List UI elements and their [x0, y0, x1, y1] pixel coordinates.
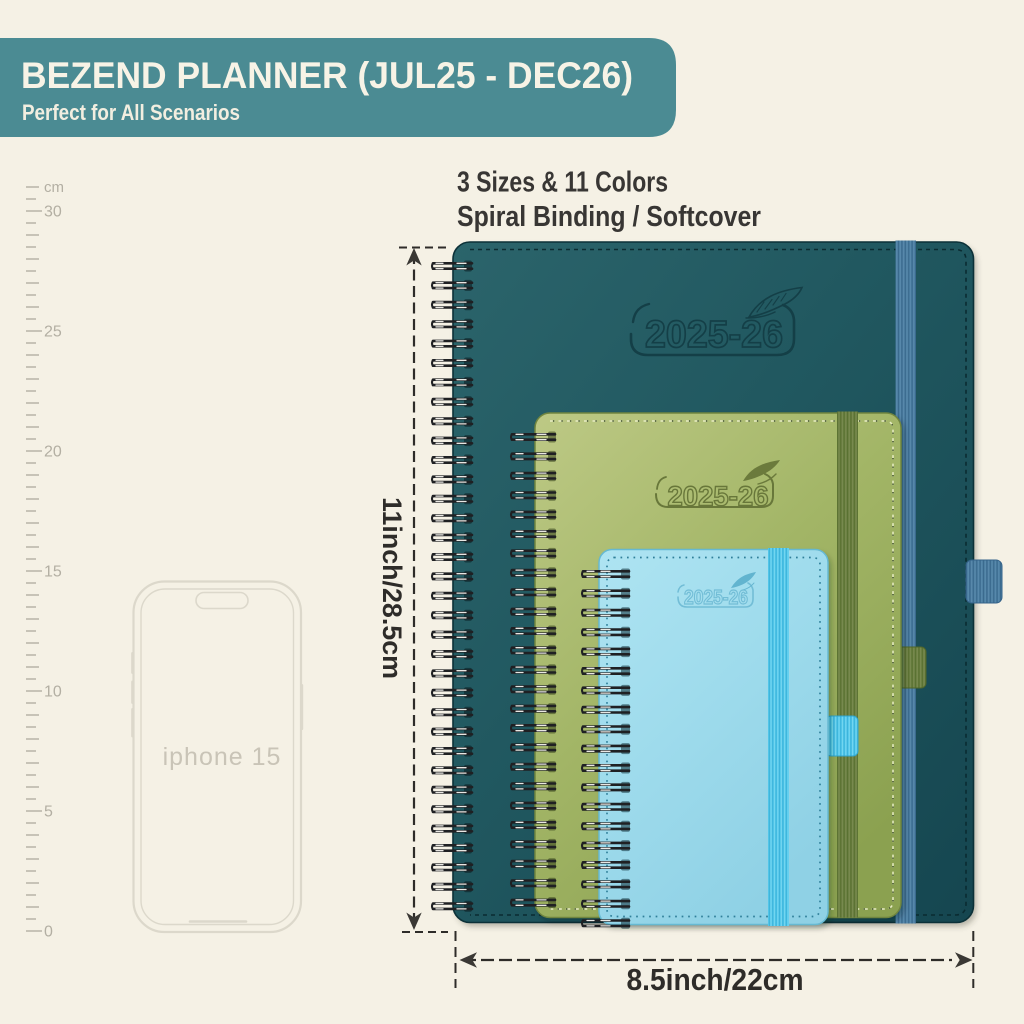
svg-text:15: 15 [44, 564, 62, 581]
svg-text:2025-26: 2025-26 [645, 314, 783, 356]
svg-text:2025-26: 2025-26 [684, 587, 748, 609]
svg-text:BEZEND PLANNER (JUL25 - DEC26): BEZEND PLANNER (JUL25 - DEC26) [21, 55, 633, 96]
svg-text:11inch/28.5cm: 11inch/28.5cm [377, 497, 407, 679]
svg-text:30: 30 [44, 204, 62, 221]
svg-text:25: 25 [44, 324, 62, 341]
svg-text:iphone 15: iphone 15 [163, 743, 282, 771]
svg-text:Spiral Binding / Softcover: Spiral Binding / Softcover [457, 201, 761, 233]
svg-text:2025-26: 2025-26 [668, 481, 769, 512]
svg-text:0: 0 [44, 924, 53, 941]
svg-text:5: 5 [44, 804, 53, 821]
svg-text:cm: cm [44, 179, 64, 196]
svg-text:3 Sizes & 11 Colors: 3 Sizes & 11 Colors [457, 167, 668, 199]
svg-text:Perfect for All Scenarios: Perfect for All Scenarios [22, 100, 240, 125]
svg-text:20: 20 [44, 444, 62, 461]
svg-text:8.5inch/22cm: 8.5inch/22cm [627, 962, 804, 997]
svg-text:10: 10 [44, 684, 62, 701]
